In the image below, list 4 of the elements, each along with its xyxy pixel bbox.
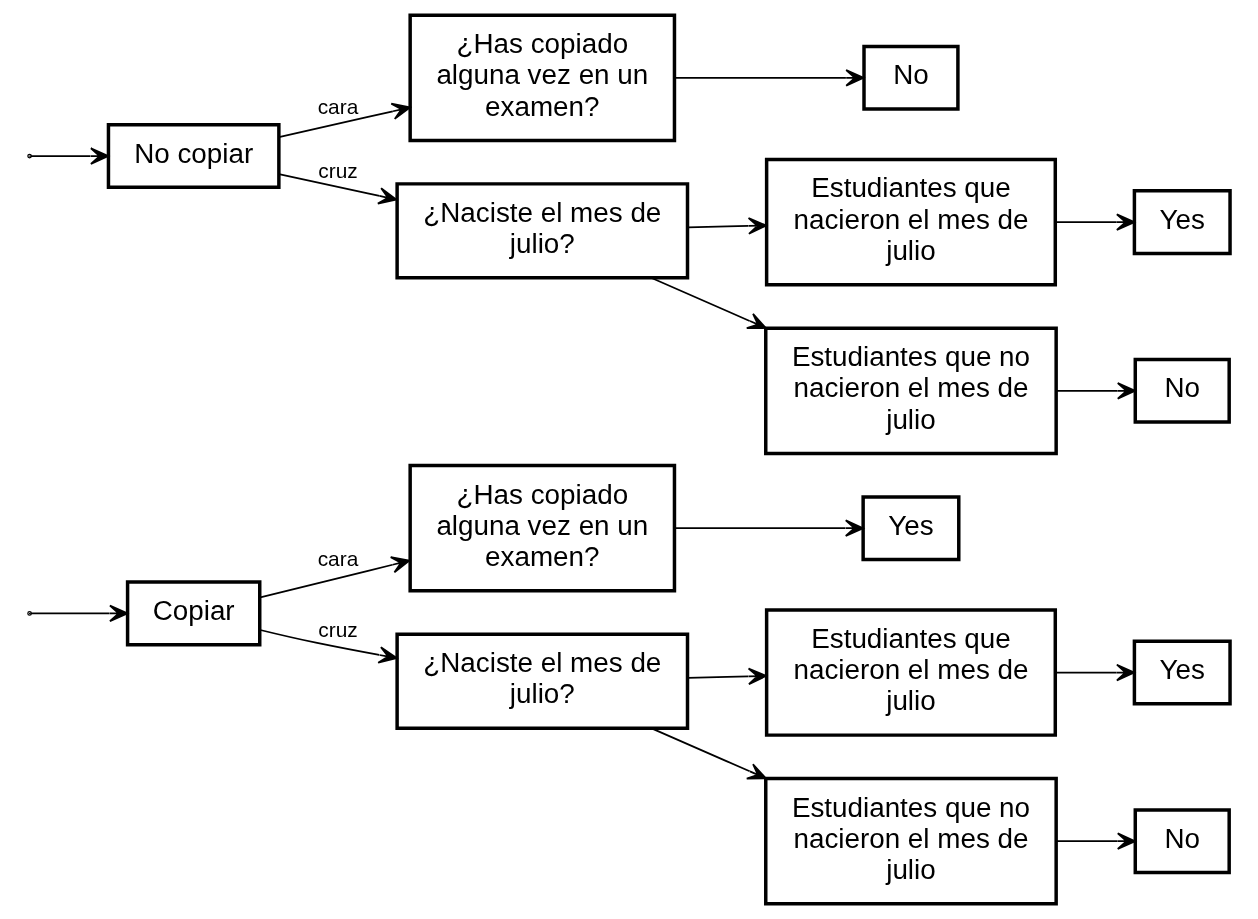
edge-label: cara [317, 546, 358, 570]
edge-label: cruz [317, 618, 358, 642]
edge-label: cruz [317, 158, 358, 182]
edge-label: cara [317, 94, 358, 118]
